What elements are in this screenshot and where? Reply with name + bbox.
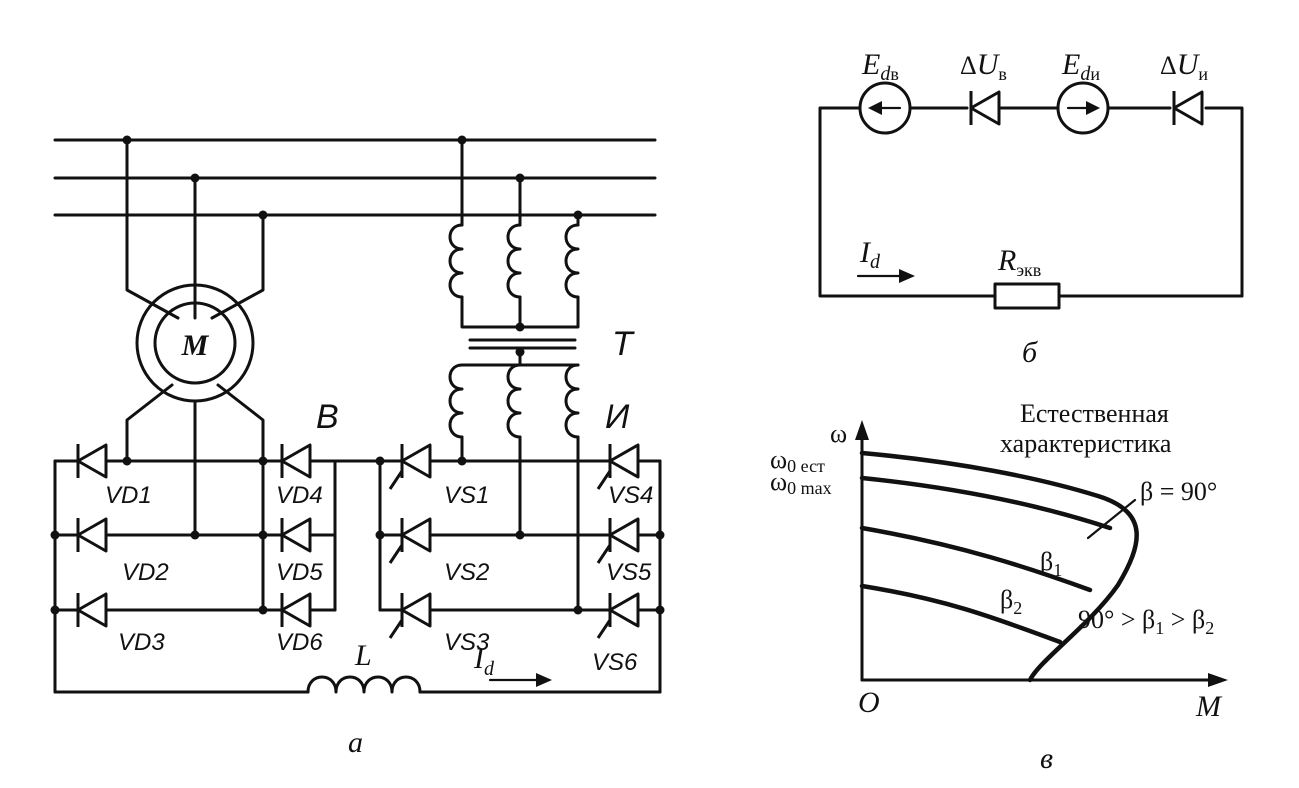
ineq-s1: 1 (1155, 618, 1164, 638)
panel-v-graph (855, 420, 1228, 687)
ineq-s2: 2 (1205, 618, 1214, 638)
beta-inequality: 90° > β1 > β2 (1078, 605, 1214, 638)
edv-sub-d: d (880, 63, 891, 85)
beta1-label: β1 (1040, 547, 1062, 580)
edi-main: E (1061, 48, 1080, 81)
vs6-label: VS6 (592, 649, 638, 676)
duv-sub: в (998, 64, 1007, 84)
beta2-main: β (1000, 585, 1013, 614)
panel-b-circuit (818, 81, 1244, 310)
omega0est-sub: 0 ест (787, 456, 825, 476)
omega0max-sub: 0 max (787, 478, 832, 498)
inverter-label: И (605, 398, 630, 436)
vs2-label: VS2 (444, 559, 489, 586)
resistor-label: Rэкв (997, 244, 1041, 280)
dui-delta: Δ (1160, 51, 1177, 80)
edi-sub-d: d (1080, 63, 1091, 85)
omega0est-main: ω (770, 445, 787, 474)
vs5-label: VS5 (606, 559, 652, 586)
m-axis-label: M (1195, 690, 1223, 723)
dui-label: ΔUи (1160, 48, 1208, 84)
edv-label: Edв (861, 48, 899, 85)
r-main: R (997, 244, 1016, 277)
natural-line1: Естественная (1020, 399, 1169, 428)
rectifier-label: В (316, 398, 339, 436)
duv-label: ΔUв (960, 48, 1007, 84)
edi-sub: и (1090, 64, 1100, 84)
beta90-label: β = 90° (1140, 477, 1217, 506)
r-sub: экв (1016, 260, 1041, 280)
vd6-label: VD6 (276, 629, 323, 656)
omega0max-label: ω0 max (770, 467, 832, 498)
vd3-label: VD3 (118, 629, 165, 656)
vd5-label: VD5 (276, 559, 323, 586)
ineq-a: 90° > β (1078, 605, 1155, 634)
beta1-sub: 1 (1053, 560, 1062, 580)
edv-main: E (861, 48, 880, 81)
id-sub: d (870, 251, 881, 273)
current-main-a: I (473, 642, 486, 675)
inductor-label: L (354, 639, 372, 672)
id-main: I (859, 236, 872, 269)
origin-label: O (858, 686, 880, 719)
vd4-label: VD4 (276, 482, 323, 509)
vd1-label: VD1 (105, 482, 152, 509)
vd2-label: VD2 (122, 559, 169, 586)
panel-a-circuit: M (50, 135, 665, 694)
edi-label: Edи (1061, 48, 1100, 85)
current-label-a: Id (473, 642, 495, 680)
caption-a: а (348, 726, 363, 759)
ineq-b: > β (1164, 605, 1205, 634)
beta2-label: β2 (1000, 585, 1022, 618)
edv-sub: в (890, 64, 899, 84)
dui-main: U (1177, 48, 1201, 81)
natural-line2: характеристика (1000, 429, 1172, 458)
motor-label: M (181, 329, 210, 362)
caption-b: б (1022, 336, 1038, 369)
dui-sub: и (1198, 64, 1208, 84)
vs1-label: VS1 (444, 482, 489, 509)
duv-main: U (977, 48, 1001, 81)
caption-v: в (1040, 742, 1053, 775)
omega0est-label: ω0 ест (770, 445, 825, 476)
current-label-b: Id (859, 236, 881, 273)
omega-axis-label: ω (830, 419, 847, 448)
beta2-sub: 2 (1013, 598, 1022, 618)
vs4-label: VS4 (608, 482, 653, 509)
duv-delta: Δ (960, 51, 977, 80)
beta1-main: β (1040, 547, 1053, 576)
current-sub-a: d (484, 658, 495, 680)
transformer-label: T (612, 325, 635, 363)
omega0max-main: ω (770, 467, 787, 496)
vs3-label: VS3 (444, 629, 490, 656)
